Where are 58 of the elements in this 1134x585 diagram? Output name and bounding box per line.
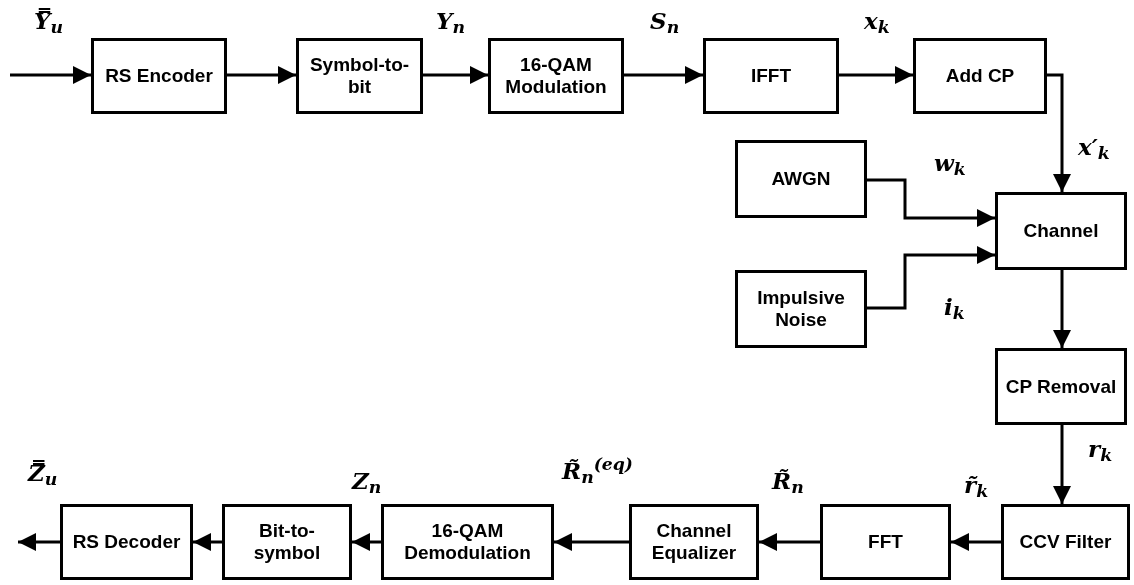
box-label: FFT [868,531,903,553]
box-label: CP Removal [1005,375,1117,398]
signal-label: x$_{k}$ [864,6,890,34]
box-label: Add CP [945,65,1015,87]
arrow [1047,73,1071,192]
arrow [554,533,629,551]
process-box [91,38,227,114]
process-box [381,504,554,580]
arrow [867,178,995,227]
signal-label: Y$_{n}$ [436,6,465,34]
signal-label: r̃$_{k}$ [964,470,989,498]
process-box [1001,504,1130,580]
process-box [60,504,193,580]
box-label: 16-QAM Modulation [504,54,608,98]
signal-label: R̃$_{n}$ [772,466,804,494]
arrow [352,533,381,551]
process-box [629,504,759,580]
arrow [193,533,222,551]
signal-label: r$_{k}$ [1088,434,1113,462]
arrow [1053,425,1071,504]
process-box [296,38,423,114]
arrow [839,66,913,84]
signal-label: x′$_{k}$ [1078,132,1110,160]
box-label: AWGN [771,168,831,190]
signal-label: Z̿$_{u}$ [28,458,58,486]
process-box [820,504,951,580]
box-label: Channel Equalizer [650,520,738,564]
arrow [624,66,703,84]
process-box [488,38,624,114]
box-label: RS Encoder [105,65,213,87]
signal-label: Z$_{n}$ [352,466,382,494]
signal-label: w$_{k}$ [934,148,966,176]
process-box [995,348,1127,425]
process-box [703,38,839,114]
process-box [735,140,867,218]
box-label: Bit-to-symbol [252,520,322,564]
process-box [995,192,1127,270]
signal-label: S$_{n}$ [650,6,680,34]
signal-label: Y̿$_{u}$ [34,6,63,34]
arrow [423,66,488,84]
arrow [951,533,1001,551]
process-box [913,38,1047,114]
box-label: CCV Filter [1019,531,1112,553]
process-box [222,504,352,580]
arrow [10,66,91,84]
arrow [18,533,60,551]
box-label: IFFT [750,65,792,87]
signal-label: i$_{k}$ [944,292,965,320]
box-label: 16-QAM Demodulation [403,520,532,564]
arrow [227,66,296,84]
box-label: Channel [1023,220,1099,242]
process-box [735,270,867,348]
box-label: Symbol-to-bit [308,54,411,98]
box-label: RS Decoder [72,531,181,553]
arrow [759,533,820,551]
box-label: Impulsive Noise [756,287,846,331]
arrow [1053,270,1071,348]
arrow [867,246,995,310]
